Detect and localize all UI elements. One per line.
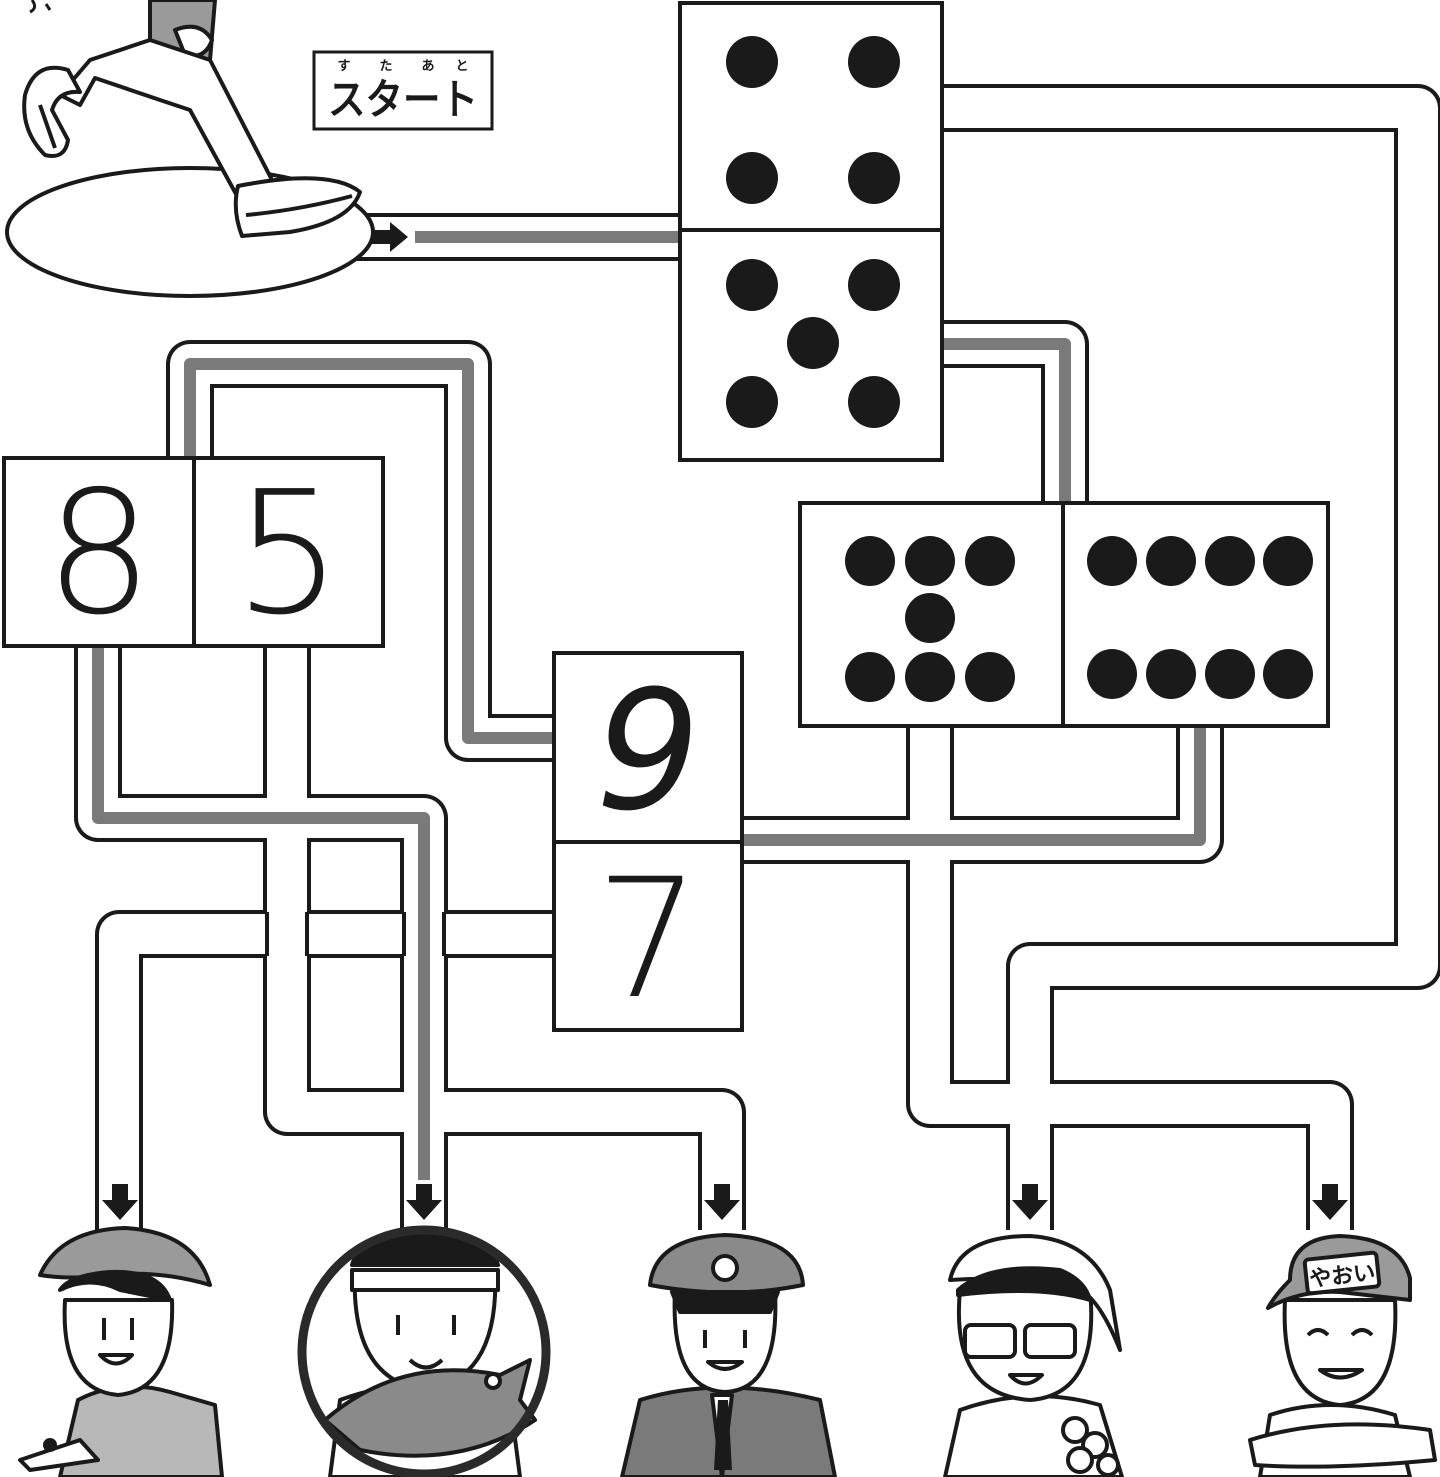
domino-dot [726, 152, 778, 204]
domino-dot [965, 652, 1015, 702]
numeral-tile-9-7: 9 7 [554, 653, 742, 1035]
start-label: す た あ と スタート [314, 52, 492, 129]
motion-lines [30, 0, 50, 12]
numeral-tile-8-5: 8 5 [4, 455, 383, 653]
domino-dot [1205, 536, 1255, 586]
start-ruby-3: あ [421, 59, 434, 74]
numeral-8: 8 [45, 455, 153, 653]
domino-dot [726, 376, 778, 428]
numeral-9: 9 [596, 655, 701, 847]
domino-dot [905, 652, 955, 702]
numeral-7: 7 [596, 843, 701, 1035]
corridor-7-left [119, 934, 556, 1230]
goal-fishmonger[interactable] [302, 1230, 546, 1477]
domino-dot [726, 36, 778, 88]
domino-dot [905, 536, 955, 586]
domino-dot [845, 536, 895, 586]
start-ruby-4: と [455, 59, 468, 74]
start-ruby-1: す [337, 59, 350, 74]
goal-florist[interactable] [945, 1236, 1122, 1477]
domino-dot [845, 652, 895, 702]
domino-dot [848, 376, 900, 428]
domino-dot [787, 317, 839, 369]
domino-dot [848, 259, 900, 311]
goal-cake-shop-clerk[interactable] [20, 1228, 222, 1477]
domino-dot [726, 259, 778, 311]
domino-dot [848, 36, 900, 88]
goal-station-master[interactable] [622, 1235, 835, 1477]
domino-dot [1205, 649, 1255, 699]
start-area [7, 0, 373, 296]
domino-dot [1146, 536, 1196, 586]
goal-arrows [102, 1184, 1348, 1220]
domino-dot [1146, 649, 1196, 699]
domino-dot [1087, 536, 1137, 586]
numeral-5: 5 [234, 455, 342, 653]
start-ruby-2: た [379, 59, 392, 74]
goal-greengrocer[interactable]: やおい [1250, 1236, 1435, 1477]
domino-dot [848, 152, 900, 204]
domino-dot [1263, 536, 1313, 586]
domino-dot [965, 536, 1015, 586]
domino-dot [1087, 649, 1137, 699]
domino-dot [1263, 649, 1313, 699]
start-text: スタート [328, 75, 478, 124]
cap-badge-icon [713, 1256, 737, 1280]
domino-dot [905, 593, 955, 643]
dot-tile-7-8 [800, 503, 1328, 726]
daikon-icon [1250, 1424, 1435, 1466]
dot-tile-4-5 [680, 3, 942, 460]
